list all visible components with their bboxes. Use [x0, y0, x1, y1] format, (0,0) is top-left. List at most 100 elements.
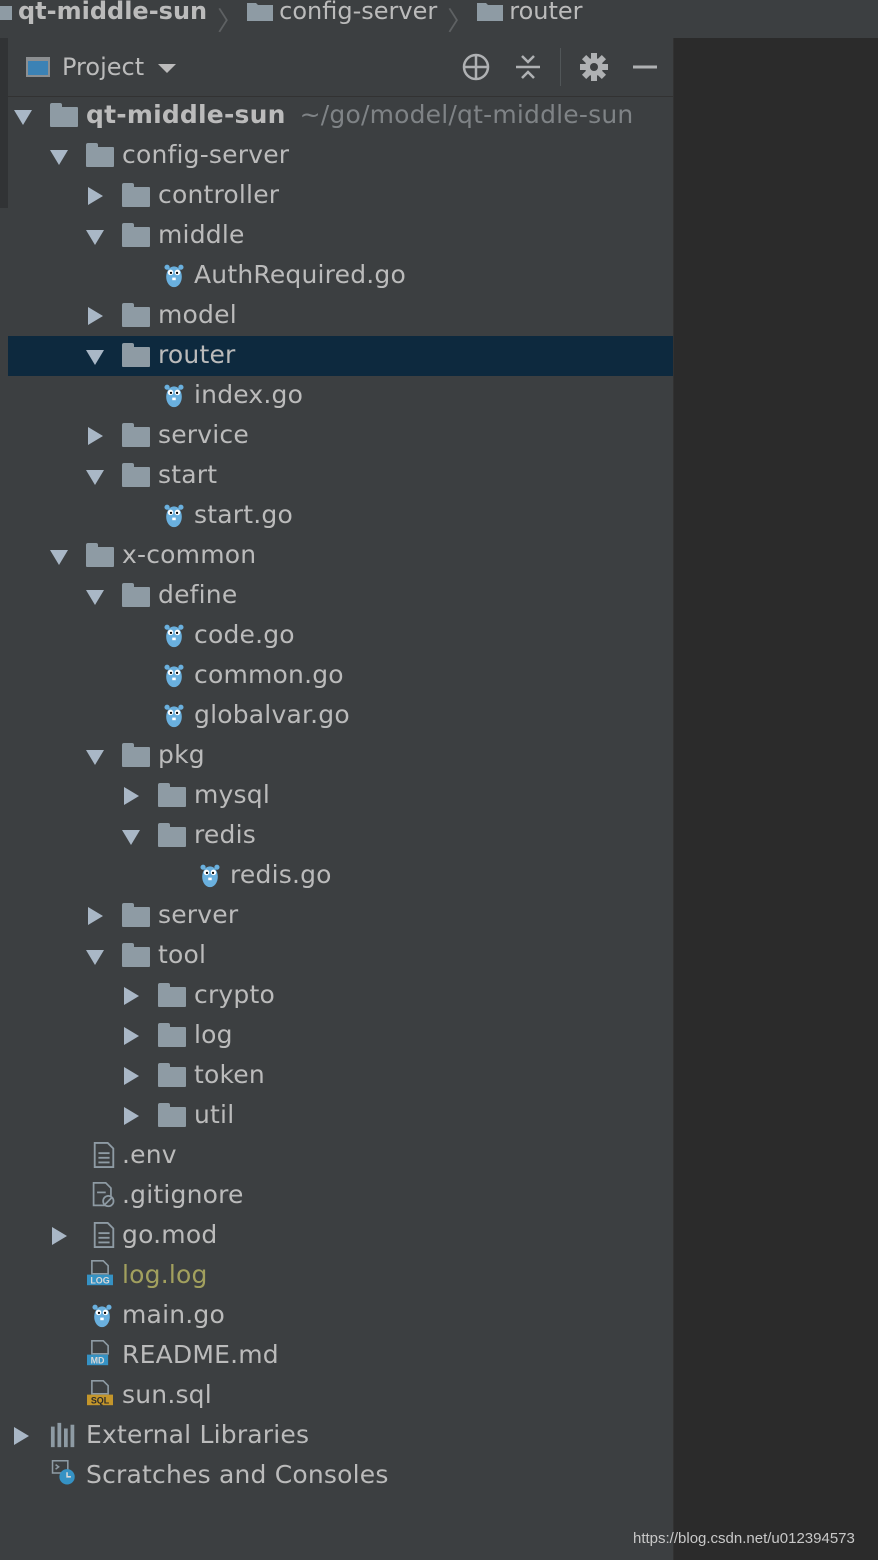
expand-arrow-icon[interactable]	[86, 230, 104, 245]
tree-node-label: common.go	[194, 660, 344, 689]
folder-icon	[158, 783, 186, 809]
breadcrumb-item-project[interactable]: qt-middle-sun	[0, 0, 213, 25]
expand-arrow-icon[interactable]	[86, 590, 104, 605]
tree-node-authrequired-go[interactable]: AuthRequired.go	[8, 256, 673, 296]
folder-icon	[122, 903, 150, 929]
tree-node-label: router	[158, 340, 236, 369]
tree-node-config-server[interactable]: config-server	[8, 136, 673, 176]
tree-node-sun-sql[interactable]: SQL sun.sql	[8, 1376, 673, 1416]
collapse-arrow-icon[interactable]	[88, 427, 103, 445]
tree-node-crypto[interactable]: crypto	[8, 976, 673, 1016]
tree-node-label: x-common	[122, 540, 257, 569]
go-gopher-icon	[164, 384, 184, 408]
breadcrumb: qt-middle-sun 〉 config-server 〉 router	[0, 0, 878, 39]
chevron-down-icon	[158, 63, 177, 73]
tree-node-globalvar-go[interactable]: globalvar.go	[8, 696, 673, 736]
tree-node-router[interactable]: router	[8, 336, 673, 376]
root-path: ~/go/model/qt-middle-sun	[299, 100, 634, 129]
tree-node-define[interactable]: define	[8, 576, 673, 616]
collapse-arrow-icon[interactable]	[14, 1427, 29, 1445]
collapse-arrow-icon[interactable]	[52, 1227, 67, 1245]
tree-node-label: AuthRequired.go	[194, 260, 406, 289]
tree-node-start-go[interactable]: start.go	[8, 496, 673, 536]
folder-icon	[86, 543, 114, 569]
tree-node-code-go[interactable]: code.go	[8, 616, 673, 656]
tree-node-index-go[interactable]: index.go	[8, 376, 673, 416]
collapse-all-icon	[516, 55, 540, 79]
expand-arrow-icon[interactable]	[50, 550, 68, 565]
breadcrumb-item-config-server[interactable]: config-server	[247, 0, 443, 25]
expand-arrow-icon[interactable]	[86, 950, 104, 965]
tree-node-middle[interactable]: middle	[8, 216, 673, 256]
folder-icon	[122, 743, 150, 769]
log-file-icon: LOG	[87, 1260, 113, 1286]
tree-node-gitignore[interactable]: .gitignore	[8, 1176, 673, 1216]
go-gopher-icon	[92, 1304, 112, 1328]
tree-node-token[interactable]: token	[8, 1056, 673, 1096]
view-selector-dropdown[interactable]: Project	[26, 53, 177, 81]
collapse-all-button[interactable]	[511, 50, 545, 84]
sql-badge-text: SQL	[91, 1396, 110, 1406]
go-gopher-icon	[164, 264, 184, 288]
tree-node-label: main.go	[122, 1300, 225, 1329]
tree-node-label: token	[194, 1060, 265, 1089]
expand-arrow-icon[interactable]	[86, 750, 104, 765]
tree-node-main-go[interactable]: main.go	[8, 1296, 673, 1336]
collapse-arrow-icon[interactable]	[88, 907, 103, 925]
folder-icon	[0, 6, 12, 20]
collapse-arrow-icon[interactable]	[124, 1027, 139, 1045]
text-file-icon	[93, 1142, 115, 1168]
collapse-arrow-icon[interactable]	[88, 307, 103, 325]
folder-icon	[122, 183, 150, 209]
collapse-arrow-icon[interactable]	[124, 1067, 139, 1085]
folder-icon	[158, 1103, 186, 1129]
tree-node-redis-go[interactable]: redis.go	[8, 856, 673, 896]
tree-node-redis[interactable]: redis	[8, 816, 673, 856]
expand-arrow-icon[interactable]	[14, 110, 32, 125]
expand-arrow-icon[interactable]	[122, 830, 140, 845]
hide-panel-button[interactable]	[628, 50, 662, 84]
expand-arrow-icon[interactable]	[86, 350, 104, 365]
tree-node-mysql[interactable]: mysql	[8, 776, 673, 816]
tree-node-label: .gitignore	[122, 1180, 244, 1209]
collapse-arrow-icon[interactable]	[124, 1107, 139, 1125]
tree-node-service[interactable]: service	[8, 416, 673, 456]
tree-node-label: log.log	[122, 1260, 208, 1289]
expand-arrow-icon[interactable]	[50, 150, 68, 165]
chevron-right-icon: 〉	[217, 6, 244, 37]
go-gopher-icon	[164, 664, 184, 688]
settings-button[interactable]	[577, 50, 611, 84]
tree-node-x-common[interactable]: x-common	[8, 536, 673, 576]
left-tool-stripe	[0, 38, 8, 1560]
expand-arrow-icon[interactable]	[86, 470, 104, 485]
tree-node-model[interactable]: model	[8, 296, 673, 336]
tree-node-log-log[interactable]: LOG log.log	[8, 1256, 673, 1296]
tree-node-readme[interactable]: MD README.md	[8, 1336, 673, 1376]
module-folder-icon	[50, 103, 78, 129]
tree-node-label: crypto	[194, 980, 275, 1009]
tree-node-pkg[interactable]: pkg	[8, 736, 673, 776]
collapse-arrow-icon[interactable]	[88, 187, 103, 205]
tree-node-label: start	[158, 460, 218, 489]
chevron-right-icon: 〉	[447, 6, 474, 37]
tree-node-external-libraries[interactable]: External Libraries	[8, 1416, 673, 1456]
tree-node-util[interactable]: util	[8, 1096, 673, 1136]
tree-node-tool[interactable]: tool	[8, 936, 673, 976]
collapse-arrow-icon[interactable]	[124, 987, 139, 1005]
collapse-arrow-icon[interactable]	[124, 787, 139, 805]
tree-node-scratches[interactable]: Scratches and Consoles	[8, 1456, 673, 1496]
tree-node-server[interactable]: server	[8, 896, 673, 936]
breadcrumb-label: config-server	[279, 0, 438, 25]
tree-node-common-go[interactable]: common.go	[8, 656, 673, 696]
breadcrumb-item-router[interactable]: router	[477, 0, 588, 25]
tree-node-controller[interactable]: controller	[8, 176, 673, 216]
tree-node-start[interactable]: start	[8, 456, 673, 496]
tree-node-label: globalvar.go	[194, 700, 350, 729]
sql-file-icon: SQL	[87, 1380, 113, 1406]
tree-node-go-mod[interactable]: go.mod	[8, 1216, 673, 1256]
tree-node-root[interactable]: qt-middle-sun~/go/model/qt-middle-sun	[8, 96, 673, 136]
locate-file-button[interactable]	[459, 50, 493, 84]
tree-node-log[interactable]: log	[8, 1016, 673, 1056]
tree-node-env[interactable]: .env	[8, 1136, 673, 1176]
project-view-icon	[26, 57, 50, 77]
